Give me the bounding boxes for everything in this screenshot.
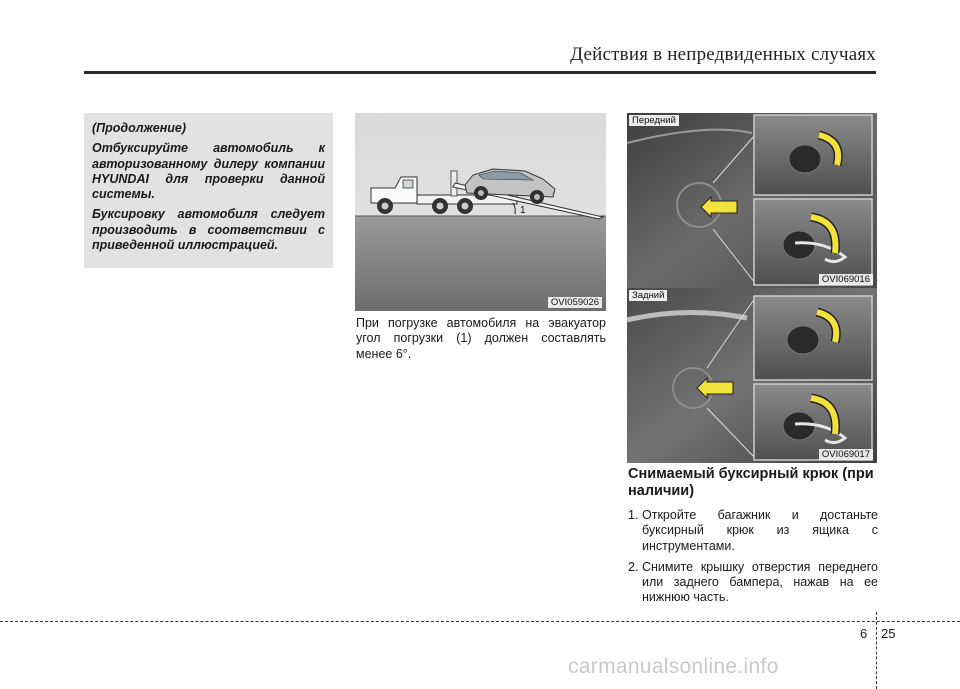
front-bumper-drawing bbox=[627, 113, 877, 288]
step-text: Снимите крышку отверстия переднего или з… bbox=[642, 559, 878, 605]
section-title: Снимаемый буксирный крюк (при наличии) bbox=[628, 466, 874, 499]
steps-list: 1. Откройте багажник и достаньте буксирн… bbox=[628, 508, 878, 612]
step-number: 1. bbox=[628, 508, 639, 522]
step-text: Откройте багажник и достаньте буксирный … bbox=[642, 508, 878, 553]
note-paragraph-towing: Буксировку автомобиля следует производит… bbox=[92, 207, 325, 253]
step-item: 1. Откройте багажник и достаньте буксирн… bbox=[628, 508, 878, 554]
front-bumper-illustration: Передний OVI069016 bbox=[627, 113, 877, 288]
header-rule bbox=[84, 71, 876, 74]
rear-bumper-drawing bbox=[627, 288, 877, 463]
watermark-text: carmanualsonline.info bbox=[568, 655, 779, 678]
step-number: 2. bbox=[628, 559, 639, 574]
step-item: 2. Снимите крышку отверстия переднего ил… bbox=[628, 560, 878, 606]
tow-truck-illustration: 1 OVI059026 bbox=[355, 113, 606, 311]
page-header-title: Действия в непредвиденных случаях bbox=[570, 44, 876, 65]
figure-code-front: OVI069016 bbox=[818, 274, 873, 285]
tow-truck-drawing: 1 bbox=[355, 113, 606, 311]
footer-divider bbox=[876, 612, 877, 689]
chapter-number: 6 bbox=[860, 626, 868, 641]
figure-code-rear: OVI069017 bbox=[818, 449, 873, 460]
rear-bumper-label: Задний bbox=[629, 290, 668, 301]
figure-code-tow: OVI059026 bbox=[547, 297, 602, 308]
tow-instruction-text: При погрузке автомобиля на эвакуатор уго… bbox=[356, 316, 606, 361]
note-continued-label: (Продолжение) bbox=[92, 121, 187, 135]
front-bumper-label: Передний bbox=[629, 115, 679, 126]
continuation-note-box: (Продолжение) Отбуксируйте автомобиль к … bbox=[84, 113, 333, 268]
page-number: 25 bbox=[881, 626, 896, 641]
note-paragraph-dealer: Отбуксируйте автомобиль к авторизованном… bbox=[92, 141, 325, 202]
angle-callout-number: 1 bbox=[520, 205, 526, 216]
footer-rule bbox=[0, 621, 960, 622]
rear-bumper-illustration: Задний OVI069017 bbox=[627, 288, 877, 463]
